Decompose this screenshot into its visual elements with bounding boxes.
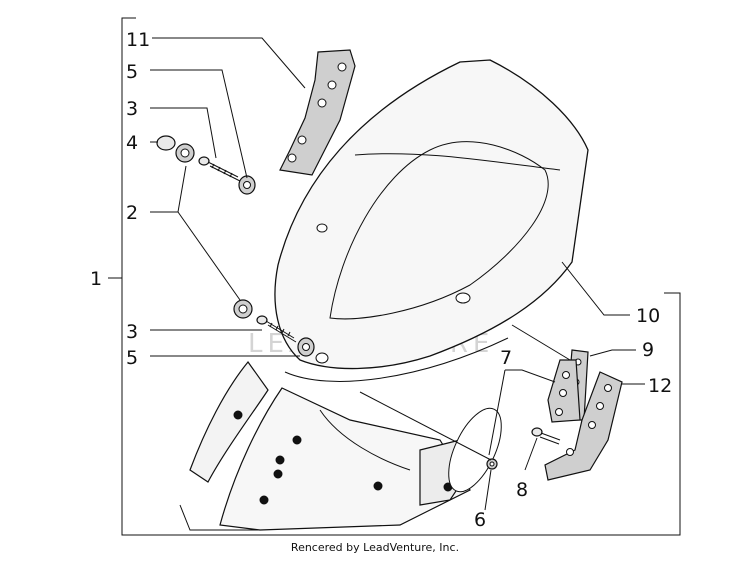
leader-3-upper (150, 107, 217, 159)
leader-6 (484, 469, 492, 511)
callout-4: 4 (126, 132, 138, 154)
fairing-bolt-hole-4 (273, 469, 283, 479)
part-11-hole-3 (317, 98, 327, 108)
part-12-hole-3 (588, 421, 596, 429)
callout-12: 12 (648, 375, 672, 397)
windshield-mount-hole-center (455, 292, 471, 304)
windshield (274, 59, 589, 382)
windshield-lower-edge (284, 337, 509, 382)
leader-11 (152, 37, 306, 89)
part-11-hole-1 (337, 62, 347, 72)
callout-8: 8 (516, 479, 528, 501)
leader-9 (589, 349, 636, 357)
rendered-by-credit: Rencered by LeadVenture, Inc. (290, 541, 460, 554)
callout-9: 9 (642, 339, 654, 361)
part-11-hole-5 (287, 153, 297, 163)
fairing-bottom-edge (179, 504, 260, 531)
callout-6: 6 (474, 509, 486, 531)
windshield-upper-line (354, 153, 561, 171)
fairing-bolt-hole-5 (259, 495, 269, 505)
fairing-bolt-hole-2 (292, 435, 302, 445)
leader-2-upper (150, 165, 187, 213)
fairing-bolt-hole-3 (275, 455, 285, 465)
front-fairing (179, 361, 502, 531)
windshield-inner-cutout (329, 141, 549, 320)
fairing-side-reflector (448, 407, 502, 493)
callout-2: 2 (126, 202, 138, 224)
part-11-hole-2 (327, 80, 337, 90)
part-7-hole-2 (559, 389, 567, 397)
leader-8 (524, 437, 538, 471)
part-3-screw-upper (198, 156, 241, 182)
part-12-hole-1 (604, 384, 612, 392)
fairing-bolt-hole-6 (373, 481, 383, 491)
part-7-hole-1 (562, 371, 570, 379)
part-12-bracket (544, 371, 623, 481)
fairing-left-panel (189, 361, 269, 483)
callout-5-lower: 5 (126, 347, 138, 369)
callout-1: 1 (90, 268, 102, 290)
callout-5-upper: 5 (126, 61, 138, 83)
leader-5-upper (150, 69, 248, 179)
part-5-nut-upper (238, 175, 256, 195)
assembly-frame-right (330, 292, 681, 536)
part-4-cap (156, 135, 176, 151)
windshield-mount-hole-lower (315, 352, 329, 364)
leader-10-lower (511, 324, 571, 361)
callout-11: 11 (126, 29, 150, 51)
leader-10 (561, 261, 630, 316)
assembly-frame-left (121, 17, 330, 536)
leader-6-to-screen (359, 391, 492, 461)
leader-7 (505, 369, 556, 383)
callout-10: 10 (636, 305, 660, 327)
callout-3-upper: 3 (126, 98, 138, 120)
part-11-bracket (279, 49, 356, 176)
part-7-hole-3 (555, 408, 563, 416)
part-12-hole-2 (596, 402, 604, 410)
part-5-nut-lower (297, 337, 315, 357)
leader-2-lower (177, 211, 241, 301)
callout-3-lower: 3 (126, 321, 138, 343)
part-6-nut (486, 458, 498, 470)
part-3-screw-lower (256, 315, 297, 343)
fairing-bolt-hole-1 (233, 410, 243, 420)
fairing-center-body (219, 387, 471, 531)
part-11-hole-4 (297, 135, 307, 145)
leader-7-to-6 (488, 369, 506, 456)
part-12-hole-4 (566, 448, 574, 456)
windshield-outline (274, 59, 589, 370)
callout-7: 7 (500, 347, 512, 369)
windshield-mount-hole-upper (316, 223, 328, 233)
part-8-screw (531, 427, 561, 445)
part-2-grommet-upper (175, 143, 195, 163)
part-2-grommet-lower (233, 299, 253, 319)
fairing-inner-contour (319, 409, 411, 471)
